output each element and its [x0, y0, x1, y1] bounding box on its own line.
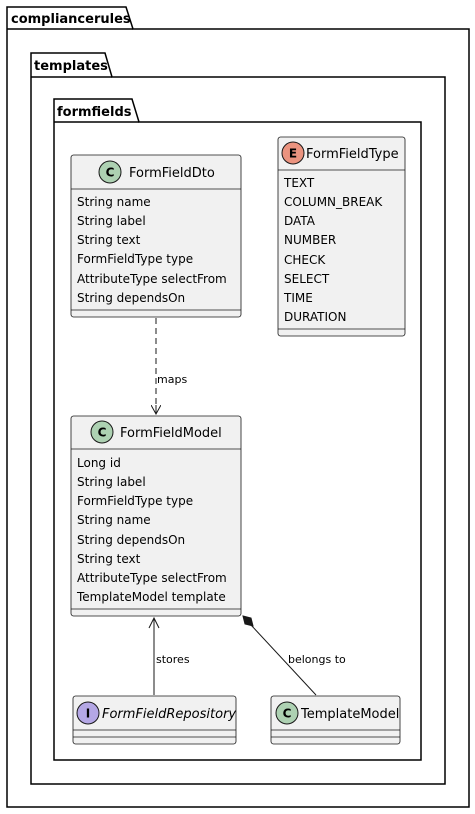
attribute: TemplateModel template — [76, 590, 226, 604]
attribute: String text — [77, 552, 141, 566]
relation-label-belongs-to: belongs to — [288, 653, 346, 666]
attribute: String name — [77, 195, 151, 209]
class-formfielddto: C FormFieldDto String name String label … — [70, 154, 242, 318]
class-name-formfieldmodel: FormFieldModel — [120, 426, 222, 441]
class-stereotype-icon — [90, 420, 114, 444]
attribute: FormFieldType type — [77, 252, 193, 266]
attribute: String name — [77, 513, 151, 527]
stereotype-letter: C — [106, 166, 115, 180]
attribute: String dependsOn — [77, 533, 185, 547]
attribute: String text — [77, 233, 141, 247]
class-name-formfielddto: FormFieldDto — [129, 166, 215, 181]
stereotype-letter: I — [86, 707, 90, 721]
interface-stereotype-icon — [76, 701, 100, 725]
relation-stores: stores — [148, 616, 190, 695]
package-compliancerules: compliancerules — [6, 6, 470, 808]
attribute: String dependsOn — [77, 291, 185, 305]
relation-maps: maps — [156, 318, 187, 414]
class-stereotype-icon — [98, 160, 122, 184]
package-label-formfields: formfields — [57, 105, 132, 120]
enum-name-formfieldtype: FormFieldType — [306, 147, 399, 162]
attribute: FormFieldType type — [77, 494, 193, 508]
attribute: AttributeType selectFrom — [77, 272, 227, 286]
class-formfieldmodel: C FormFieldModel Long id String label Fo… — [70, 415, 242, 617]
enum-value: TIME — [283, 291, 313, 305]
package-formfields: formfields — [53, 98, 422, 761]
enum-value: COLUMN_BREAK — [284, 195, 383, 209]
package-templates: templates — [30, 52, 446, 785]
attribute: String label — [77, 214, 146, 228]
enum-value: DURATION — [284, 310, 346, 324]
attribute: Long id — [77, 456, 121, 470]
relation-label-maps: maps — [157, 373, 187, 386]
class-name-templatemodel: TemplateModel — [300, 707, 399, 722]
enum-value: SELECT — [284, 272, 330, 286]
stereotype-letter: C — [98, 426, 107, 440]
enum-value: DATA — [284, 214, 316, 228]
enum-value: CHECK — [284, 253, 326, 267]
enum-stereotype-icon — [281, 141, 305, 165]
enum-value: NUMBER — [284, 233, 336, 247]
relation-label-stores: stores — [156, 653, 190, 666]
enum-value: TEXT — [283, 176, 315, 190]
enum-formfieldtype: E FormFieldType TEXT COLUMN_BREAK DATA N… — [277, 136, 406, 337]
interface-name-formfieldrepository: FormFieldRepository — [102, 707, 236, 722]
relation-belongs-to: belongs to — [242, 615, 346, 696]
package-label-compliancerules: compliancerules — [11, 12, 131, 27]
attribute: String label — [77, 475, 146, 489]
class-templatemodel: C TemplateModel — [270, 695, 401, 745]
stereotype-letter: C — [283, 707, 292, 721]
stereotype-letter: E — [289, 147, 297, 161]
class-stereotype-icon — [275, 701, 299, 725]
interface-formfieldrepository: I FormFieldRepository — [72, 695, 236, 745]
package-label-templates: templates — [34, 59, 108, 74]
attribute: AttributeType selectFrom — [77, 571, 227, 585]
